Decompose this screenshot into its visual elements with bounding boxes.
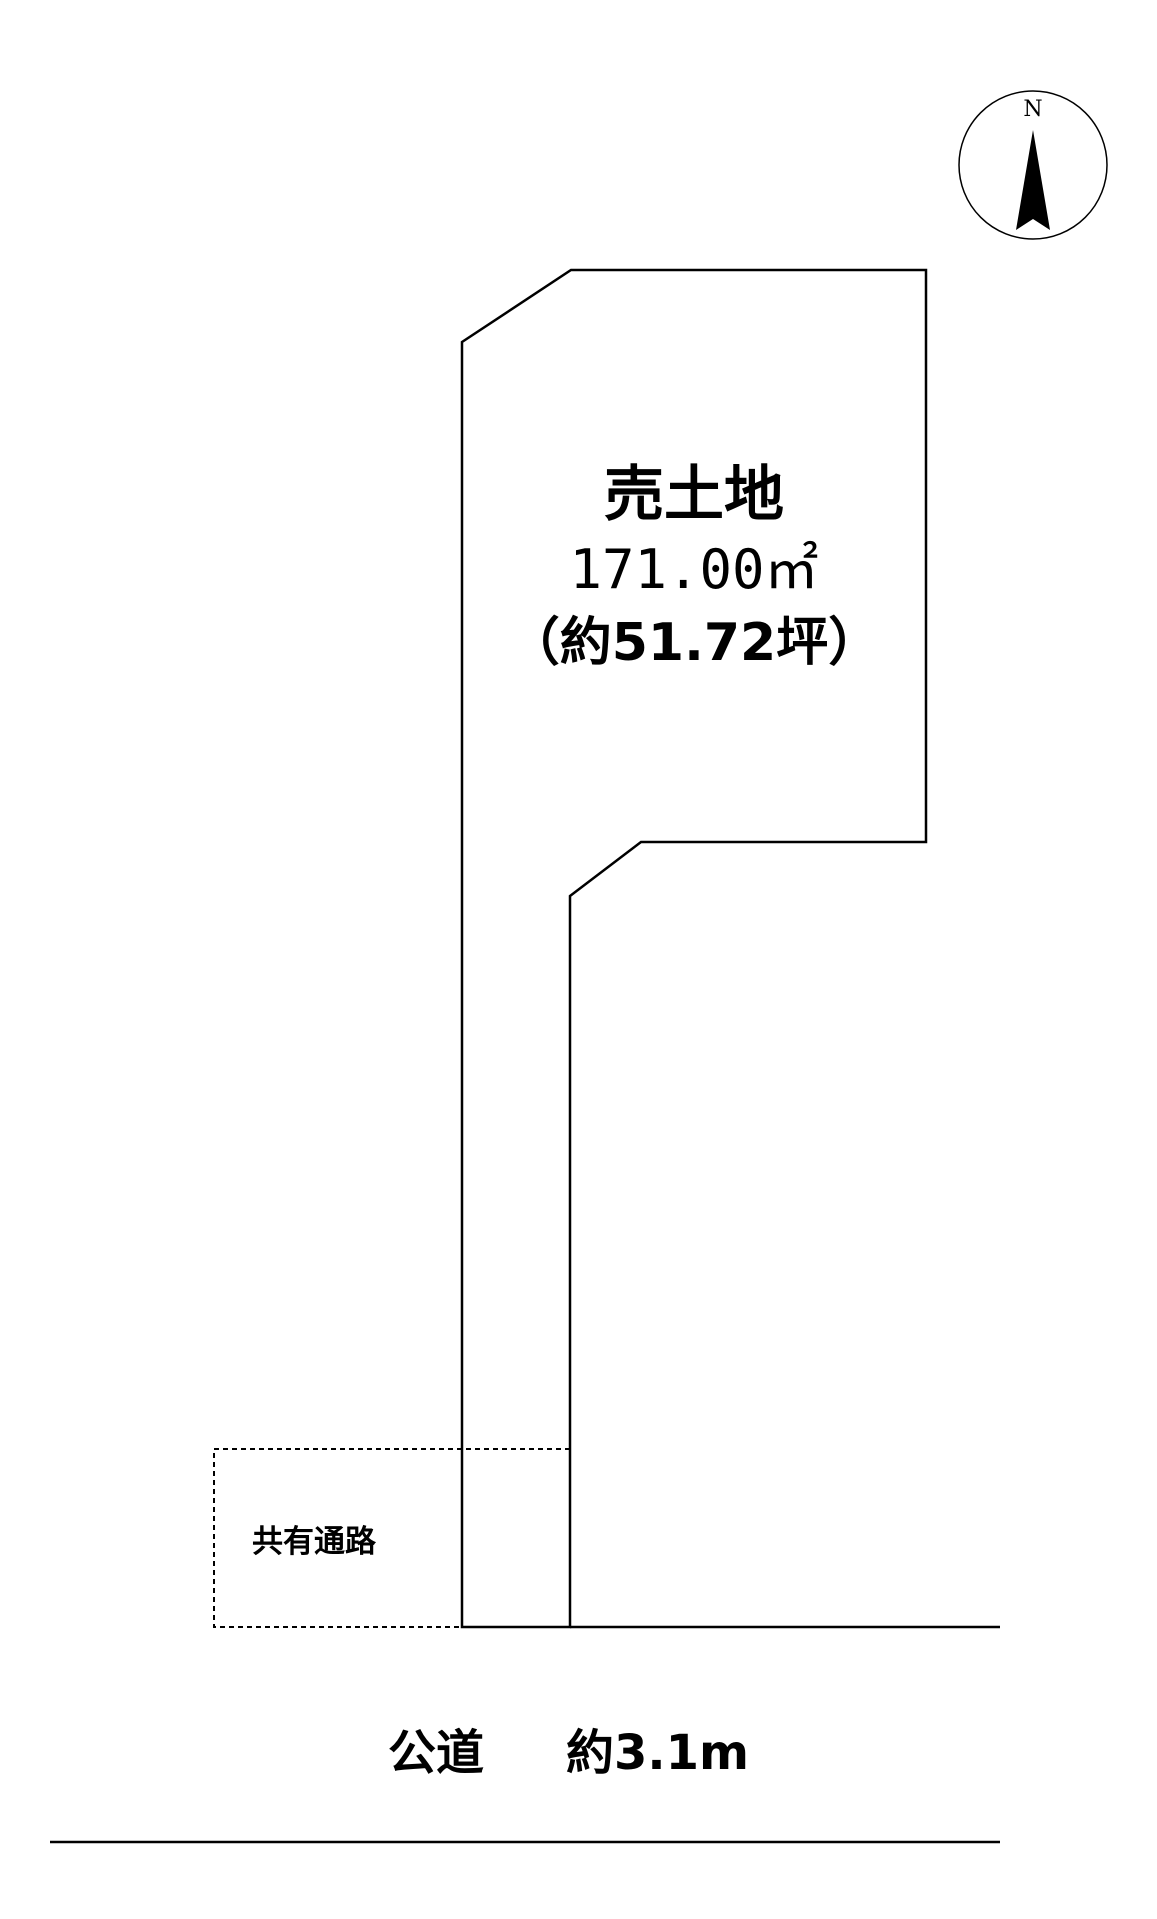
lot-title: 売土地 — [604, 460, 784, 530]
compass: N — [958, 90, 1108, 240]
road-width: 約3.1m — [566, 1725, 749, 1781]
north-arrow-icon — [1016, 130, 1050, 230]
lot-area-sqm: 171.00㎡ — [569, 538, 818, 601]
shared-passage-boundary — [213, 1448, 570, 1628]
compass-north-label: N — [1023, 97, 1042, 122]
shared-passage-label: 共有通路 — [252, 1524, 377, 1560]
road-label: 公道 — [388, 1725, 484, 1781]
lot-boundary — [460, 268, 928, 1629]
lot-area-tsubo: （約51.72坪） — [508, 613, 880, 673]
